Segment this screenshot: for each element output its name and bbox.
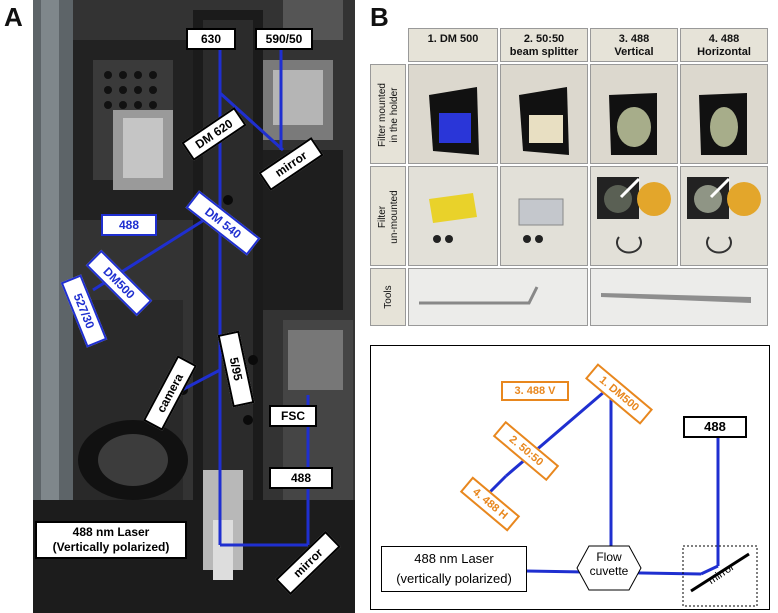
label-488-black: 488 bbox=[269, 467, 333, 489]
col-header-3-line2: Vertical bbox=[614, 46, 654, 58]
col-header-3-cell: 3. 488 Vertical bbox=[590, 28, 678, 62]
row-header-mounted-cell: Filter mounted in the holder bbox=[370, 64, 406, 164]
panel-b-filter-grid: 1. DM 500 2. 50:50 beam splitter 3. 488 … bbox=[370, 28, 770, 328]
col-header-4-line1: 4. 488 bbox=[708, 33, 740, 45]
col-header-2-line2: beam splitter bbox=[509, 46, 579, 58]
laser-label-box: 488 nm Laser (Vertically polarized) bbox=[35, 521, 187, 559]
c-flow-line2: cuvette bbox=[589, 564, 629, 578]
panel-a-photo: 630 590/50 DM 620 mirror DM 540 488 DM50… bbox=[33, 0, 355, 613]
unmounted-488v-photo bbox=[590, 166, 678, 266]
c-laser-line2: (vertically polarized) bbox=[396, 571, 512, 586]
col-header-3-line1: 3. 488 bbox=[618, 33, 650, 45]
label-630: 630 bbox=[186, 28, 236, 50]
label-488-blue: 488 bbox=[101, 214, 157, 236]
col-header-4-line2: Horizontal bbox=[697, 46, 751, 58]
col-header-1-cell: 1. DM 500 bbox=[408, 28, 498, 62]
label-fsc: FSC bbox=[269, 405, 317, 427]
row-header-unmounted-line1: Filter bbox=[377, 205, 388, 229]
mounted-dm500-photo bbox=[408, 64, 498, 164]
panel-a-letter: A bbox=[4, 2, 23, 32]
row-header-unmounted-cell: Filter un-mounted bbox=[370, 166, 406, 266]
col-header-2-line1: 2. 50:50 bbox=[523, 33, 565, 45]
row-header-mounted-line1: Filter mounted bbox=[377, 83, 388, 147]
c-laser-line1: 488 nm Laser bbox=[414, 551, 494, 566]
tools-tweezers-photo bbox=[590, 268, 768, 326]
c-flow-line1: Flow bbox=[596, 550, 622, 564]
row-header-tools-cell: Tools bbox=[370, 268, 406, 326]
unmounted-dm500-photo bbox=[408, 166, 498, 266]
filter-488v-label: 3. 488 V bbox=[501, 381, 569, 401]
col-header-1-line1: 1. DM 500 bbox=[427, 33, 479, 45]
c-label-488: 488 bbox=[683, 416, 747, 438]
unmounted-5050-photo bbox=[500, 166, 588, 266]
label-590-50: 590/50 bbox=[255, 28, 313, 50]
row-header-unmounted-line2: un-mounted bbox=[389, 190, 400, 244]
row-header-tools: Tools bbox=[383, 285, 394, 309]
laser-label-line2: (Vertically polarized) bbox=[52, 540, 170, 554]
tools-hex-key-photo bbox=[408, 268, 588, 326]
col-header-4-cell: 4. 488 Horizontal bbox=[680, 28, 768, 62]
mounted-488h-photo bbox=[680, 64, 768, 164]
panel-c-schematic: 3. 488 V 1. DM500 2. 50:50 4. 488 H 488 … bbox=[370, 345, 770, 610]
unmounted-488h-photo bbox=[680, 166, 768, 266]
panel-b-letter: B bbox=[370, 2, 389, 32]
laser-label-line1: 488 nm Laser bbox=[72, 525, 150, 539]
c-laser-box: 488 nm Laser (vertically polarized) bbox=[381, 546, 527, 592]
row-header-mounted-line2: in the holder bbox=[389, 87, 400, 143]
mounted-5050-photo bbox=[500, 64, 588, 164]
mounted-488v-photo bbox=[590, 64, 678, 164]
c-flow-cuvette-label: Flow cuvette bbox=[577, 550, 641, 578]
col-header-2-cell: 2. 50:50 beam splitter bbox=[500, 28, 588, 62]
